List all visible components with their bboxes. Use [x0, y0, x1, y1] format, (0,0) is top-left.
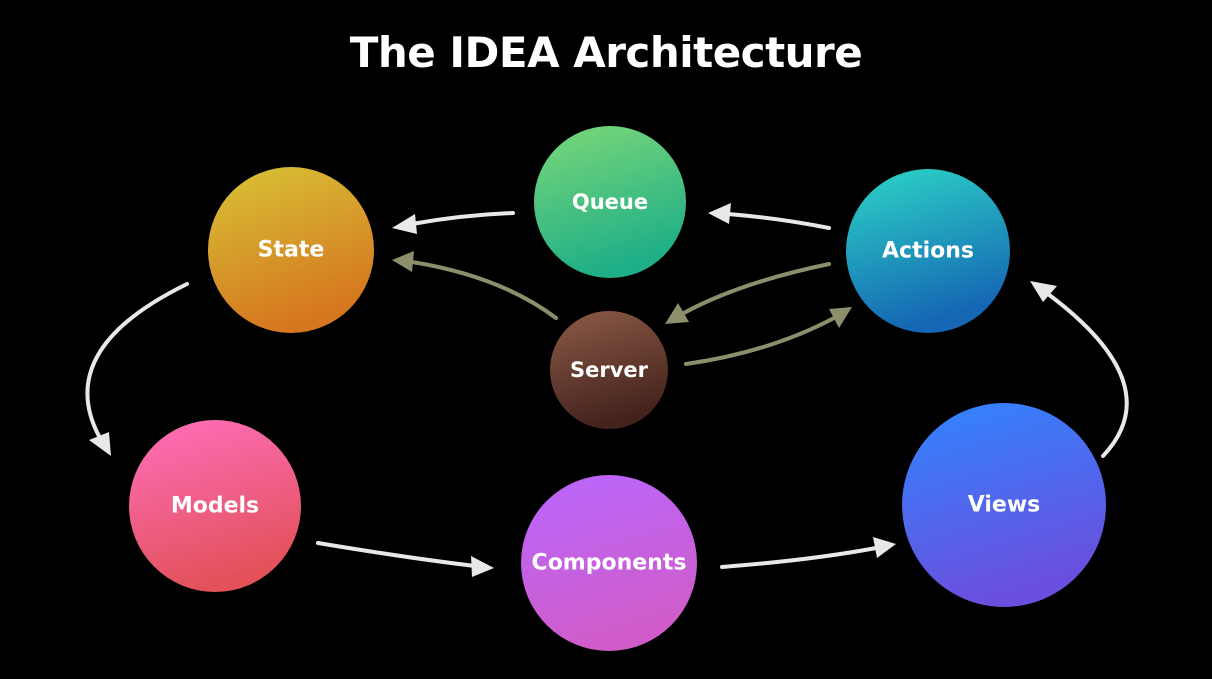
node-components: Components: [521, 475, 697, 651]
arrow-views-to-actions: [1046, 292, 1129, 458]
node-state: State: [208, 167, 374, 333]
node-actions-label: Actions: [882, 239, 974, 264]
arrow-server-to-state: [410, 260, 558, 320]
arrowhead-server-to-actions: [829, 307, 852, 328]
node-models: Models: [129, 420, 301, 592]
node-components-label: Components: [532, 551, 687, 576]
arrow-actions-to-queue: [726, 212, 831, 230]
arrowhead-queue-to-state: [392, 214, 417, 234]
arrow-state-to-models: [85, 282, 189, 440]
node-views-label: Views: [968, 493, 1041, 518]
node-queue: Queue: [534, 126, 686, 278]
slide-title: The IDEA Architecture: [349, 28, 863, 77]
arrowhead-actions-to-server: [665, 303, 689, 324]
arrowhead-components-to-views: [873, 537, 896, 558]
arrow-server-to-actions: [684, 316, 836, 366]
arrow-queue-to-state: [410, 211, 515, 226]
node-models-label: Models: [171, 494, 259, 519]
arrowhead-state-to-models: [89, 432, 111, 456]
arrowhead-actions-to-queue: [708, 203, 731, 224]
arrow-components-to-views: [720, 546, 878, 569]
arrowhead-models-to-components: [471, 556, 494, 577]
node-state-label: State: [258, 238, 325, 263]
node-server-label: Server: [570, 358, 649, 382]
arrow-models-to-components: [316, 541, 477, 568]
arrowhead-views-to-actions: [1030, 281, 1057, 302]
node-actions: Actions: [846, 169, 1010, 333]
arrowhead-server-to-state: [392, 251, 414, 272]
node-server: Server: [550, 311, 668, 429]
arrow-actions-to-server: [680, 262, 831, 316]
node-queue-label: Queue: [572, 190, 648, 214]
node-views: Views: [902, 403, 1106, 607]
